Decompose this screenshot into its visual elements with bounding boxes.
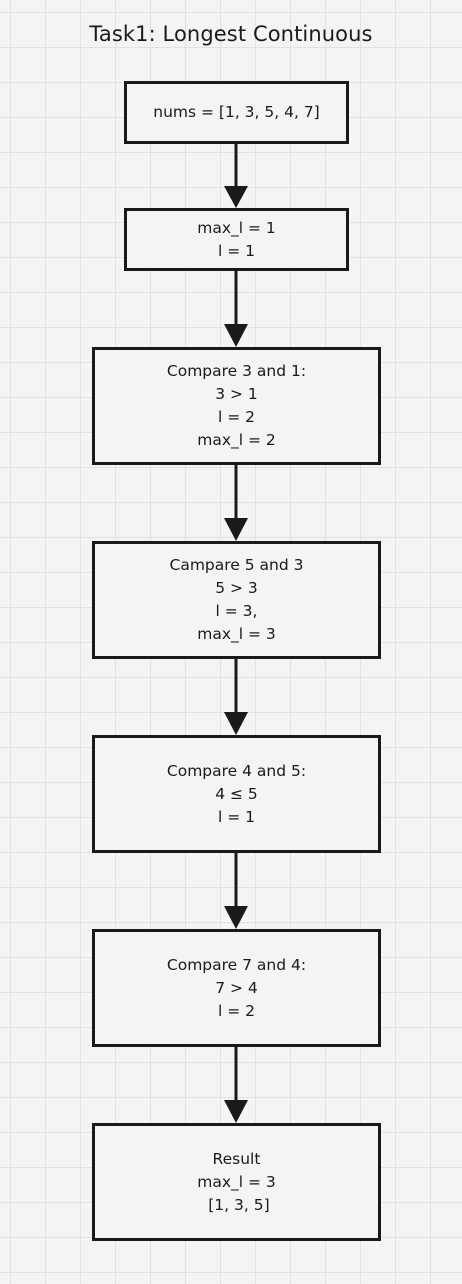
arrowhead-1-2 xyxy=(224,186,248,208)
step-line: 4 ≤ 5 xyxy=(215,784,258,803)
step-line: max_l = 3 xyxy=(197,1172,276,1191)
step-box-compare-3-1: Compare 3 and 1: 3 > 1 l = 2 max_l = 2 xyxy=(92,347,381,465)
step-line: Campare 5 and 3 xyxy=(169,556,304,574)
step-box-compare-4-5: Compare 4 and 5: 4 ≤ 5 l = 1 xyxy=(92,735,381,853)
step-line: l = 1 xyxy=(217,807,255,826)
step-line: nums = [1, 3, 5, 4, 7] xyxy=(153,103,320,121)
step-line: Result xyxy=(212,1149,261,1168)
diagram-title: Task1: Longest Continuous xyxy=(89,22,373,46)
step-line: l = 3, xyxy=(215,602,258,620)
step-line: [1, 3, 5] xyxy=(203,1195,270,1214)
step-line: max_l = 3 xyxy=(197,625,276,643)
step-line: max_l = 2 xyxy=(197,431,276,449)
step-line: Compare 3 and 1: xyxy=(166,362,307,380)
arrowhead-4-5 xyxy=(224,712,248,735)
arrowhead-3-4 xyxy=(224,518,248,541)
step-box-result: Result max_l = 3 [1, 3, 5] xyxy=(92,1123,381,1241)
arrowhead-6-7 xyxy=(224,1100,248,1123)
step-line: 3 > 1 xyxy=(215,385,258,403)
step-line: 7 > 4 xyxy=(215,978,258,997)
step-box-init-nums: nums = [1, 3, 5, 4, 7] xyxy=(124,81,349,144)
arrowhead-5-6 xyxy=(224,906,248,929)
step-line: max_l = 1 xyxy=(197,218,276,237)
step-line: l = 2 xyxy=(217,1001,255,1020)
step-line: Compare 4 and 5: xyxy=(166,761,307,780)
step-box-compare-5-3: Campare 5 and 3 5 > 3 l = 3, max_l = 3 xyxy=(92,541,381,659)
step-box-init-vars: max_l = 1 l = 1 xyxy=(124,208,349,271)
step-box-compare-7-4: Compare 7 and 4: 7 > 4 l = 2 xyxy=(92,929,381,1047)
step-line: Compare 7 and 4: xyxy=(166,955,307,974)
step-line: l = 1 xyxy=(217,241,255,260)
step-line: 5 > 3 xyxy=(215,579,258,597)
step-line: l = 2 xyxy=(217,408,255,426)
arrowhead-2-3 xyxy=(224,324,248,347)
